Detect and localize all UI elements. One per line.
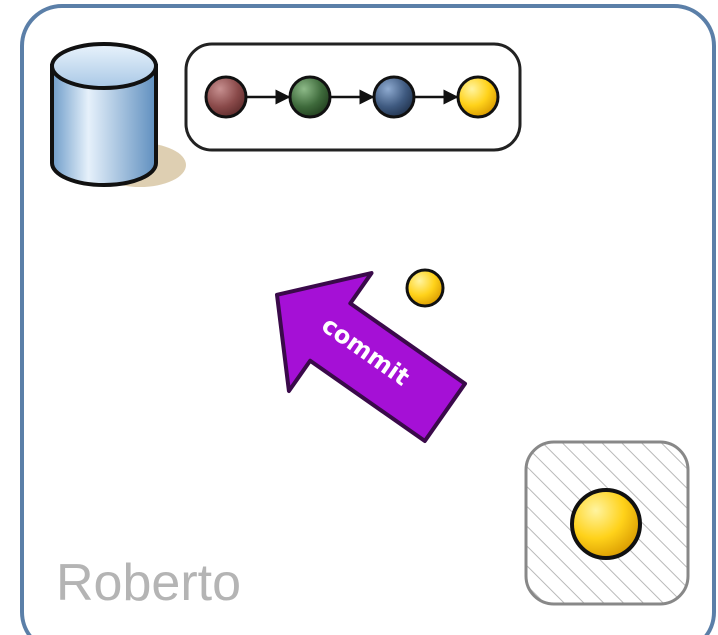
change-dot-icon xyxy=(405,268,445,308)
commit-node-icon xyxy=(204,75,248,119)
commit-history xyxy=(184,42,522,152)
commit-arrow xyxy=(274,271,467,444)
database-icon xyxy=(50,42,186,187)
commit-node-icon xyxy=(456,75,500,119)
commit-node-icon xyxy=(288,75,332,119)
working-copy-dot xyxy=(570,488,642,560)
commit-node-icon xyxy=(372,75,416,119)
hatched-box-icon xyxy=(524,440,690,606)
workspace-owner-label: Roberto xyxy=(56,554,241,612)
